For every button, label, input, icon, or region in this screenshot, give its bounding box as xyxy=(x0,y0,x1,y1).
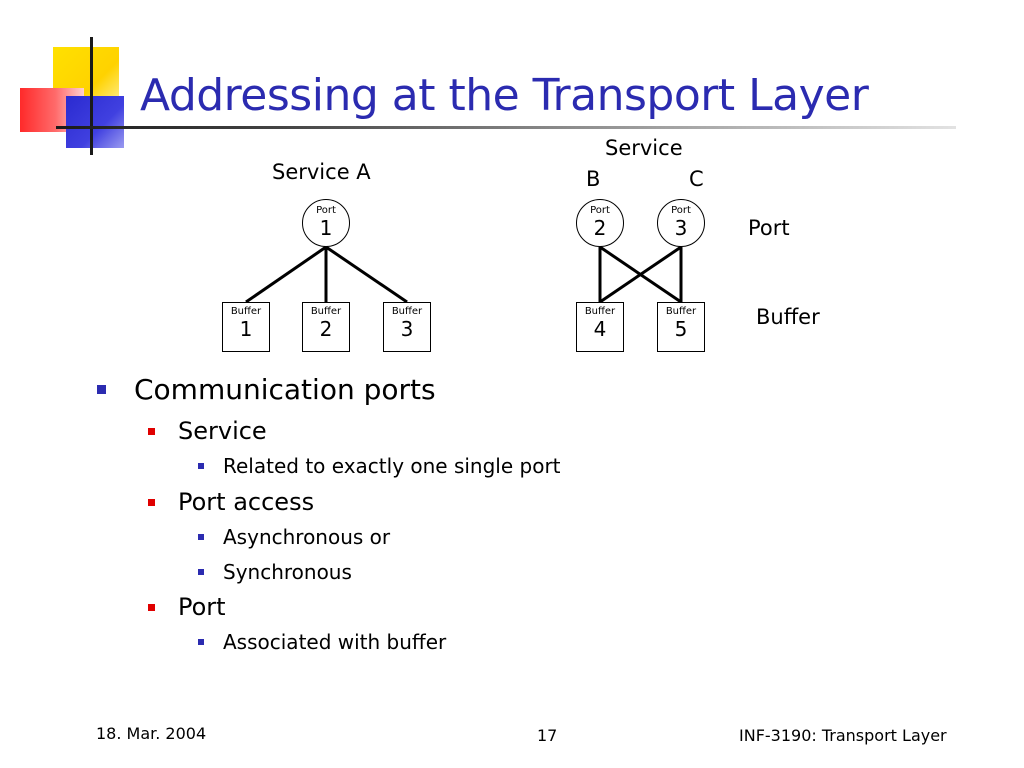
bullet-text: Service xyxy=(178,417,267,445)
bullet-text: Communication ports xyxy=(134,373,436,406)
bullet-item: Service xyxy=(148,417,267,445)
logo-vertical-line xyxy=(90,37,93,155)
square-bullet-icon xyxy=(198,639,204,645)
link-port1-buffer1 xyxy=(245,245,327,304)
square-bullet-icon xyxy=(198,569,204,575)
port-caption: Port xyxy=(671,205,691,216)
service-b-label: B xyxy=(586,167,601,191)
bullet-text: Associated with buffer xyxy=(223,630,447,654)
bullet-item: Associated with buffer xyxy=(198,630,447,654)
bullet-text: Asynchronous or xyxy=(223,525,391,549)
title-underline xyxy=(56,126,956,129)
buffer-number: 3 xyxy=(400,317,414,341)
port-1: Port 1 xyxy=(302,199,350,247)
square-bullet-icon xyxy=(198,463,204,469)
buffer-caption: Buffer xyxy=(665,306,697,317)
buffer-3: Buffer 3 xyxy=(383,302,431,352)
footer-date: 18. Mar. 2004 xyxy=(96,724,207,743)
bullet-item: Port xyxy=(148,593,226,621)
square-bullet-icon xyxy=(198,534,204,540)
footer-page-number: 17 xyxy=(537,726,558,745)
square-bullet-icon xyxy=(148,498,155,506)
buffer-caption: Buffer xyxy=(310,306,342,317)
slide-title: Addressing at the Transport Layer xyxy=(140,70,869,121)
buffer-number: 1 xyxy=(239,317,253,341)
buffer-caption: Buffer xyxy=(230,306,262,317)
square-bullet-icon xyxy=(97,385,106,394)
bullet-item: Asynchronous or xyxy=(198,525,391,549)
port-number: 1 xyxy=(319,216,333,240)
port-3: Port 3 xyxy=(657,199,705,247)
logo-blue-square xyxy=(66,96,124,148)
square-bullet-icon xyxy=(148,603,155,611)
port-number: 2 xyxy=(593,216,607,240)
buffer-4: Buffer 4 xyxy=(576,302,624,352)
buffer-1: Buffer 1 xyxy=(222,302,270,352)
buffer-number: 2 xyxy=(319,317,333,341)
bullet-text: Synchronous xyxy=(223,560,352,584)
bullet-text: Port access xyxy=(178,488,315,516)
buffer-row-label: Buffer xyxy=(756,305,820,329)
port-2: Port 2 xyxy=(576,199,624,247)
bullet-item: Related to exactly one single port xyxy=(198,454,561,478)
square-bullet-icon xyxy=(148,427,155,435)
buffer-caption: Buffer xyxy=(391,306,423,317)
port-caption: Port xyxy=(316,205,336,216)
buffer-number: 4 xyxy=(593,317,607,341)
buffer-number: 5 xyxy=(674,317,688,341)
port-caption: Port xyxy=(590,205,610,216)
bullet-item: Port access xyxy=(148,488,315,516)
footer-course: INF-3190: Transport Layer xyxy=(739,726,947,745)
link-port1-buffer3 xyxy=(325,245,408,304)
buffer-5: Buffer 5 xyxy=(657,302,705,352)
buffer-caption: Buffer xyxy=(584,306,616,317)
service-label: Service xyxy=(605,136,683,160)
bullet-item: Synchronous xyxy=(198,560,352,584)
link-port3-buffer4 xyxy=(599,245,682,304)
bullet-text: Port xyxy=(178,593,226,621)
bullet-text: Related to exactly one single port xyxy=(223,454,561,478)
bullet-item: Communication ports xyxy=(97,373,436,406)
buffer-2: Buffer 2 xyxy=(302,302,350,352)
service-c-label: C xyxy=(689,167,704,191)
port-number: 3 xyxy=(674,216,688,240)
port-row-label: Port xyxy=(748,216,790,240)
service-a-label: Service A xyxy=(272,160,371,184)
